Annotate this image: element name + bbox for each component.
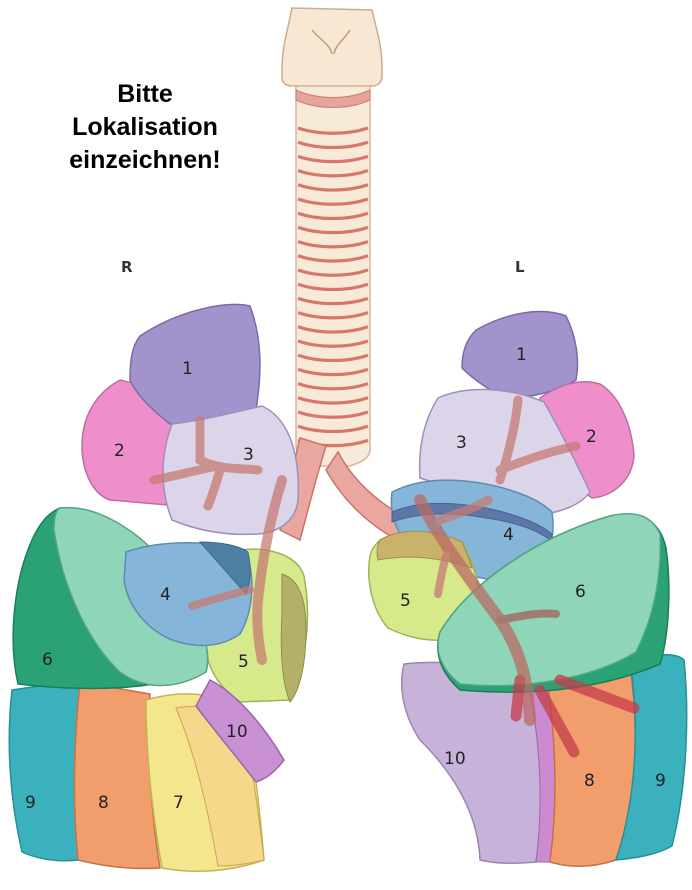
left-segment-5-label: 5 — [400, 591, 411, 611]
right-segment-8-label: 8 — [98, 793, 109, 813]
side-label-left: L — [515, 258, 525, 276]
right-segment-5-label: 5 — [238, 652, 249, 672]
right-segment-6-label: 6 — [42, 650, 53, 670]
left-segment-8-label: 8 — [584, 771, 595, 791]
left-segment-6-label: 6 — [575, 582, 586, 602]
right-segment-1 — [130, 304, 260, 425]
right-segment-9 — [9, 680, 80, 861]
left-segment-1-label: 1 — [516, 345, 527, 365]
left-lung — [369, 312, 687, 867]
left-segment-4-label: 4 — [503, 525, 514, 545]
right-segment-1-label: 1 — [182, 359, 193, 379]
right-segment-7-label: 7 — [173, 793, 184, 813]
drawing-instruction: Bitte Lokalisation einzeichnen! — [40, 78, 250, 177]
right-segment-4-label: 4 — [160, 585, 171, 605]
right-segment-3-label: 3 — [243, 445, 254, 465]
right-segment-2-label: 2 — [114, 441, 125, 461]
larynx — [282, 8, 382, 86]
right-segment-10-label: 10 — [226, 722, 248, 742]
instruction-line-1: Bitte — [40, 78, 250, 111]
left-segment-2-label: 2 — [586, 427, 597, 447]
side-label-right: R — [121, 258, 133, 276]
right-segment-9-label: 9 — [25, 793, 36, 813]
left-segment-10-label: 10 — [444, 749, 466, 769]
instruction-line-2: Lokalisation — [40, 111, 250, 144]
instruction-line-3: einzeichnen! — [40, 144, 250, 177]
left-segment-3-label: 3 — [456, 433, 467, 453]
trachea — [282, 8, 382, 466]
right-lung — [9, 304, 307, 871]
left-segment-9-label: 9 — [655, 771, 666, 791]
